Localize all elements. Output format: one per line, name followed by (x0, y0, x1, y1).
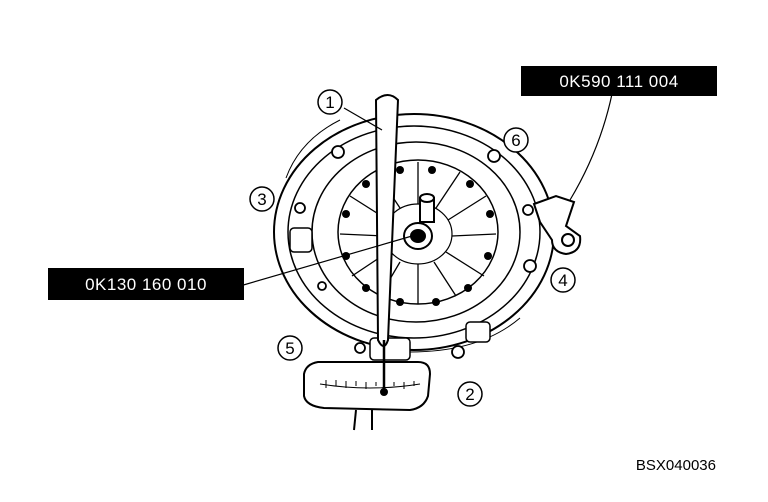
callout-2: 2 (457, 381, 483, 407)
callout-1-label: 1 (325, 93, 334, 112)
callout-1: 1 (317, 89, 343, 115)
tag-alignment-tool-text: 0K130 160 010 (85, 275, 207, 294)
callout-3-label: 3 (257, 190, 266, 209)
cover-bolt-holes (294, 145, 537, 359)
callout-5-label: 5 (285, 339, 294, 358)
callout-3: 3 (249, 186, 275, 212)
callout-6-label: 6 (511, 131, 520, 150)
wrench-stem (353, 409, 373, 431)
callout-5: 5 (277, 335, 303, 361)
wrench-scale (303, 361, 432, 412)
torque-wrench (303, 94, 432, 412)
wrench-handle (374, 94, 400, 347)
leader-flywheel-holder (569, 93, 613, 201)
wrench-scale-ticks (319, 380, 421, 389)
flywheel-ring-gear-edge (285, 119, 341, 179)
finger-slots (342, 166, 494, 306)
callout-2-label: 2 (465, 385, 474, 404)
cover-outer-rim (287, 125, 541, 339)
callout-6: 6 (503, 127, 529, 153)
callout-4-label: 4 (558, 271, 567, 290)
leader-1 (343, 107, 383, 131)
tag-flywheel-holder-text: 0K590 111 004 (559, 72, 678, 91)
leader-alignment-tool (239, 235, 413, 287)
figure-code: BSX040036 (636, 457, 716, 474)
tag-alignment-tool: 0K130 160 010 (48, 268, 244, 300)
tag-flywheel-holder: 0K590 111 004 (521, 66, 717, 96)
callout-4: 4 (550, 267, 576, 293)
center-hub (403, 193, 435, 250)
leader-lines (239, 93, 613, 287)
flywheel-holder-tool (532, 194, 582, 256)
